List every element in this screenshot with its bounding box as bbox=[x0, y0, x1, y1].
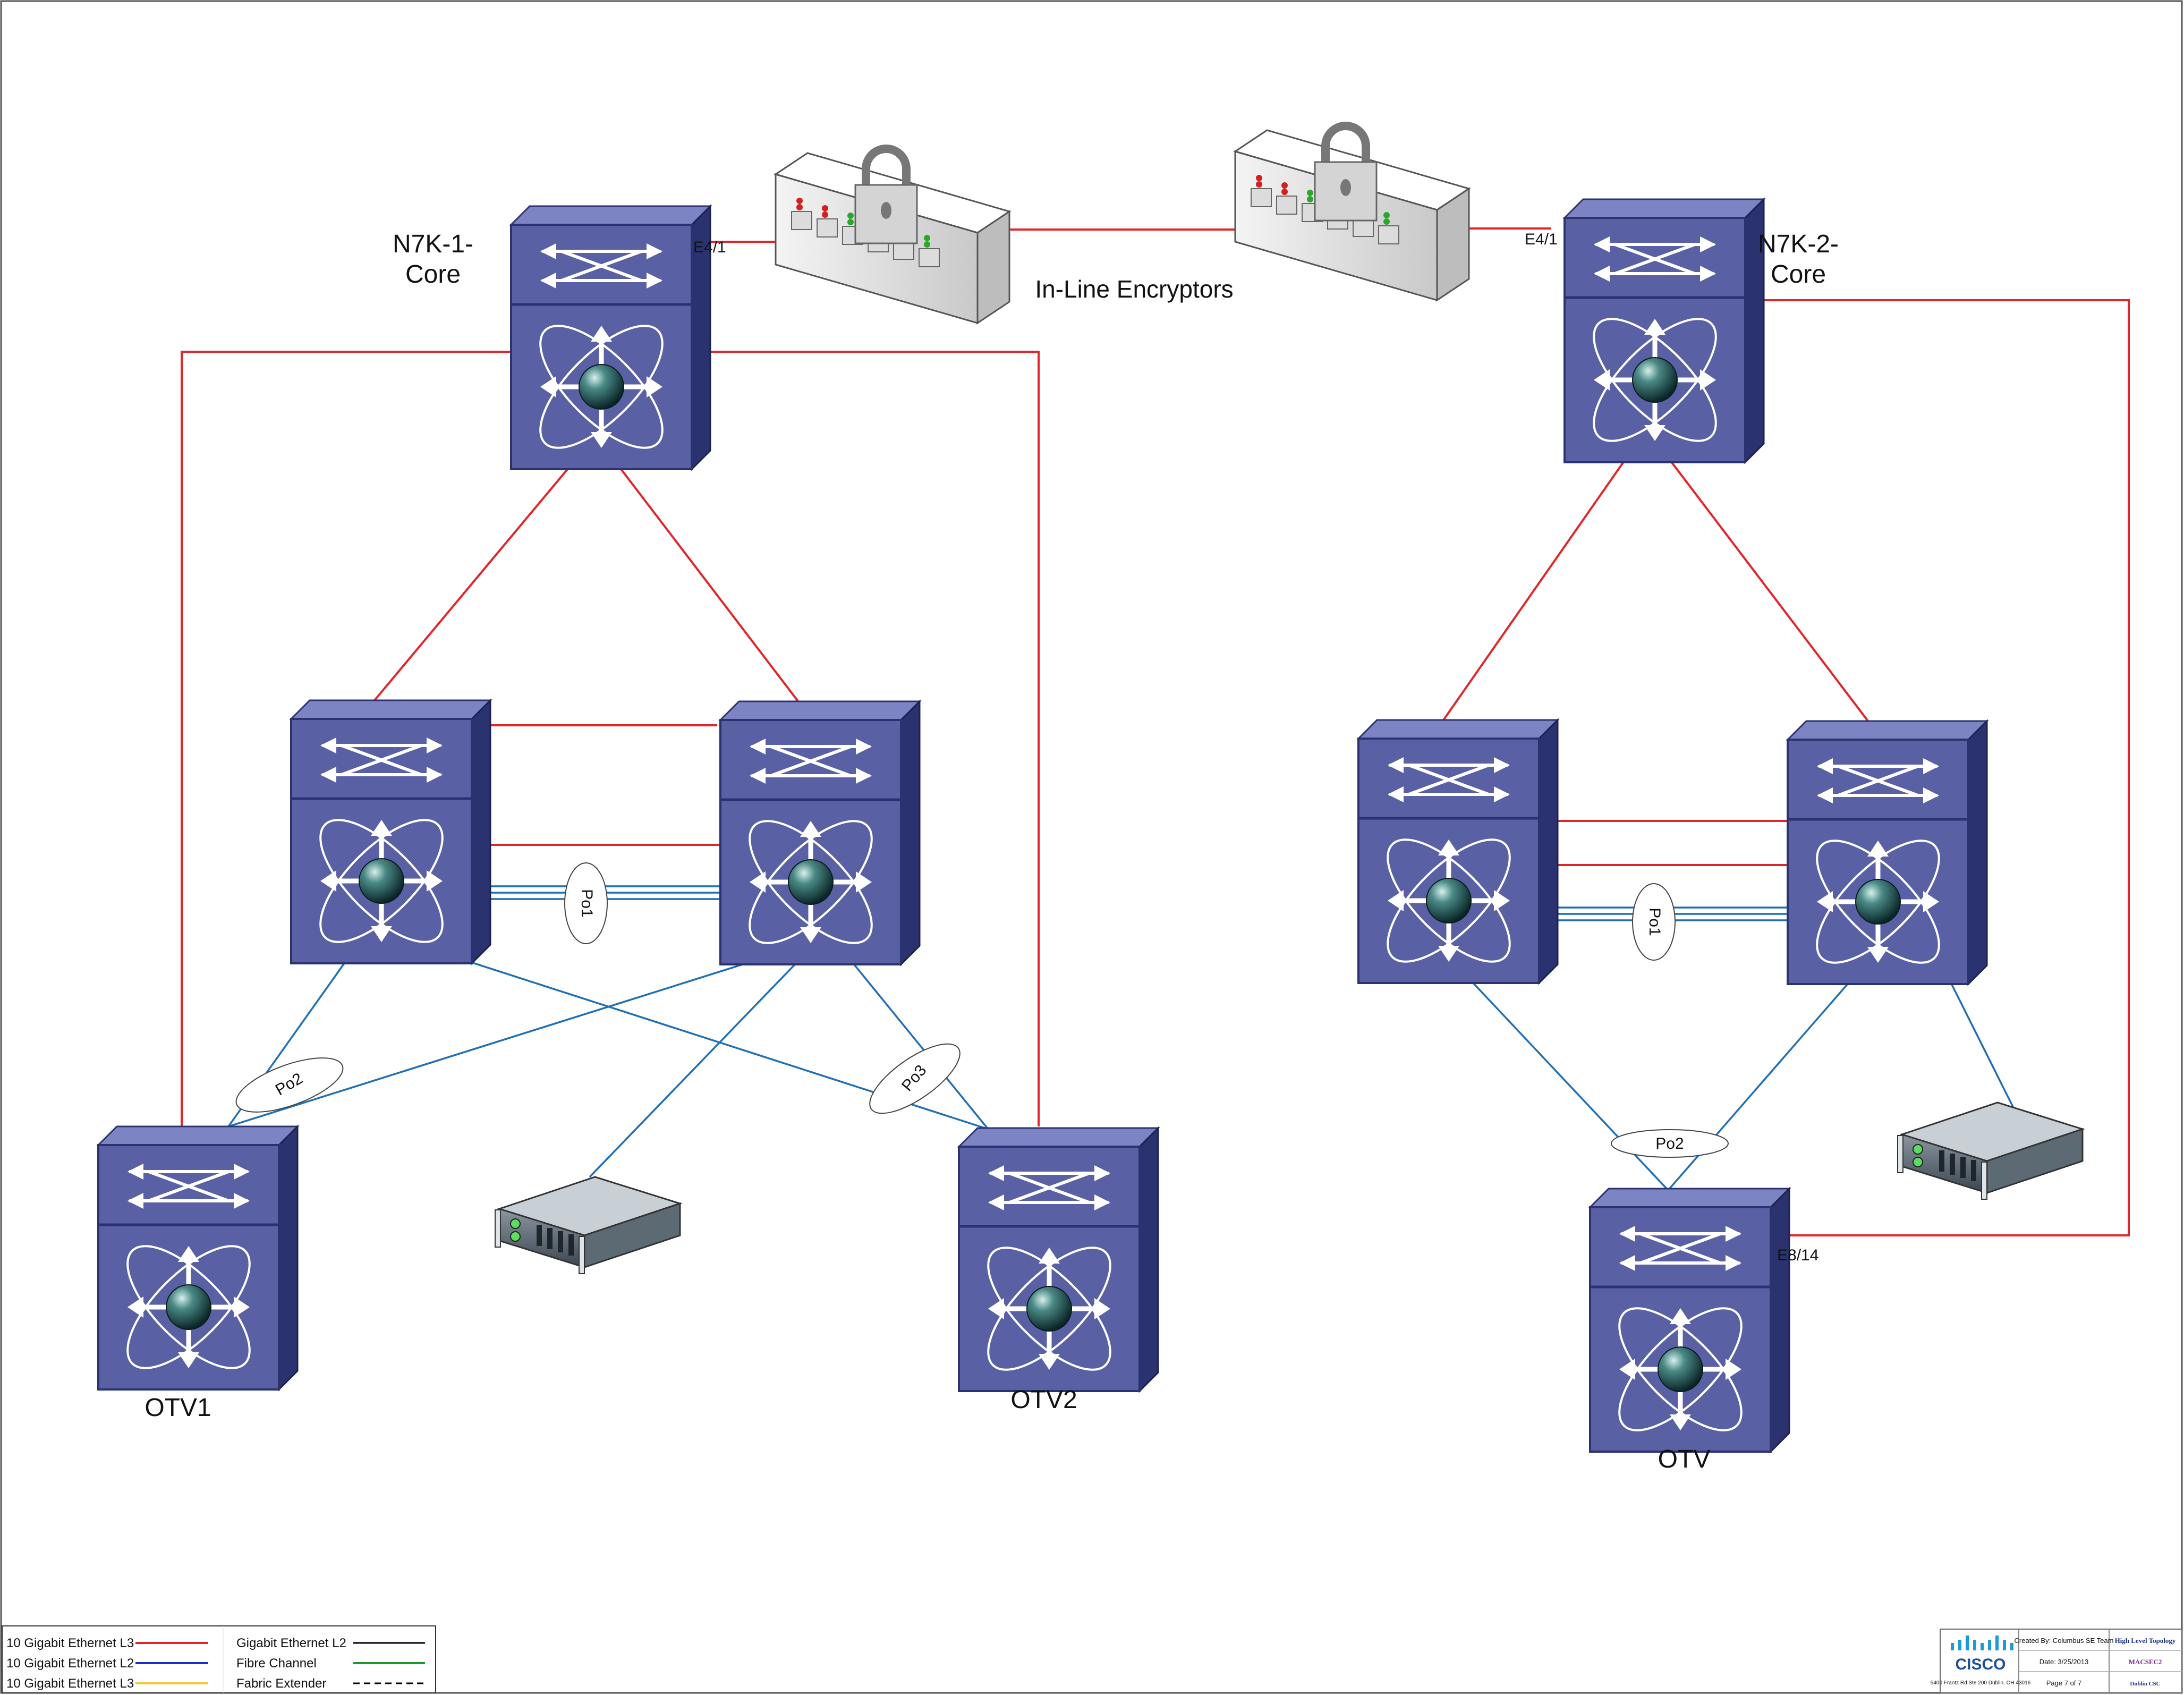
link-n7k1-agg2 bbox=[605, 448, 803, 708]
port-channels: Po1 Po2 Po3 Po1 Po2 bbox=[235, 862, 1729, 1158]
title-block-project: MACSEC2 bbox=[2129, 1658, 2162, 1666]
fabric-extender-left[interactable] bbox=[494, 1176, 681, 1275]
title-block-address: 5400 Frantz Rd Ste 200 Dublin, OH 43016 bbox=[1931, 1680, 2031, 1686]
po2-right-label: Po2 bbox=[1655, 1135, 1684, 1152]
po1-right: Po1 bbox=[1632, 883, 1676, 961]
otv-label: OTV bbox=[1658, 1445, 1711, 1473]
otv-switch[interactable] bbox=[1590, 1189, 1789, 1452]
agg2-switch[interactable] bbox=[720, 701, 920, 964]
agg1-switch[interactable] bbox=[291, 700, 490, 963]
legend-label-4: Gigabit Ethernet L2 bbox=[236, 1636, 346, 1650]
link-agg2-server1 bbox=[589, 942, 817, 1178]
link-agg4-server2 bbox=[1941, 964, 2015, 1108]
title-block-created-by: Created By: Columbus SE Team bbox=[2015, 1637, 2114, 1645]
legend-label-3: 10 Gigabit Ethernet L3 bbox=[6, 1676, 134, 1691]
cisco-logo-icon bbox=[1951, 1635, 2013, 1650]
legend-box bbox=[2, 1625, 436, 1693]
n7k2-core-switch[interactable] bbox=[1565, 199, 1764, 462]
otv1-label: OTV1 bbox=[145, 1394, 211, 1422]
po1-left: Po1 bbox=[564, 862, 608, 944]
po2-right: Po2 bbox=[1611, 1129, 1729, 1158]
legend-label-2: 10 Gigabit Ethernet L2 bbox=[6, 1656, 134, 1671]
agg4-switch[interactable] bbox=[1788, 721, 1987, 984]
n7k1-label-line2: Core bbox=[405, 260, 461, 289]
link-n7k2-agg4 bbox=[1656, 443, 1871, 725]
fabric-extender-right[interactable] bbox=[1897, 1101, 2084, 1200]
port-n7k2-e41: E4/1 bbox=[1525, 231, 1558, 248]
link-agg2-otv1 bbox=[228, 942, 811, 1128]
po1-right-label: Po1 bbox=[1646, 908, 1663, 936]
encryptor-1[interactable] bbox=[776, 149, 1009, 323]
link-n7k1-agg1 bbox=[373, 448, 585, 701]
port-n7k1-e41: E4/1 bbox=[693, 239, 726, 256]
po2-left: Po2 bbox=[235, 1057, 344, 1113]
link-agg4-otv bbox=[1667, 963, 1866, 1191]
title-block: CISCO 5400 Frantz Rd Ste 200 Dublin, OH … bbox=[1931, 1629, 2182, 1693]
encryptor-2[interactable] bbox=[1235, 126, 1469, 300]
n7k1-core-switch[interactable] bbox=[511, 206, 710, 469]
legend-label-1: 10 Gigabit Ethernet L3 bbox=[6, 1636, 134, 1650]
n7k1-label-line1: N7K-1- bbox=[393, 230, 473, 258]
link-n7k1-otv1 bbox=[181, 351, 511, 1126]
cisco-logo-text: CISCO bbox=[1955, 1656, 2005, 1673]
encryptors-label: In-Line Encryptors bbox=[1035, 275, 1233, 303]
title-block-title: High Level Topology bbox=[2115, 1637, 2176, 1645]
port-otv-e814: E8/14 bbox=[1777, 1247, 1818, 1264]
legend: 10 Gigabit Ethernet L3 10 Gigabit Ethern… bbox=[2, 1625, 436, 1693]
legend-label-6: Fabric Extender bbox=[236, 1676, 326, 1691]
link-n7k1-otv2 bbox=[693, 351, 1040, 1126]
device-labels: N7K-1- Core N7K-2- Core In-Line Encrypto… bbox=[145, 230, 1839, 1473]
title-block-location: Dublin CSC bbox=[2130, 1681, 2160, 1687]
link-n7k2-agg3 bbox=[1441, 443, 1637, 723]
links-layer bbox=[181, 227, 2130, 1236]
link-n7k2-otv bbox=[1748, 299, 2130, 1236]
n7k2-label-line1: N7K-2- bbox=[1758, 230, 1839, 258]
title-block-date: Date: 3/25/2013 bbox=[2039, 1658, 2089, 1666]
otv2-label: OTV2 bbox=[1010, 1386, 1077, 1414]
po3-left: Po3 bbox=[869, 1043, 961, 1114]
link-agg3-otv bbox=[1455, 963, 1669, 1191]
po1-left-label: Po1 bbox=[578, 889, 596, 917]
n7k2-label-line2: Core bbox=[1771, 260, 1826, 289]
otv2-switch[interactable] bbox=[959, 1128, 1158, 1391]
otv1-switch[interactable] bbox=[98, 1126, 298, 1389]
legend-label-5: Fibre Channel bbox=[236, 1656, 317, 1671]
title-block-page: Page 7 of 7 bbox=[2046, 1679, 2082, 1687]
agg3-switch[interactable] bbox=[1358, 720, 1558, 983]
link-agg2-otv2 bbox=[836, 942, 989, 1130]
